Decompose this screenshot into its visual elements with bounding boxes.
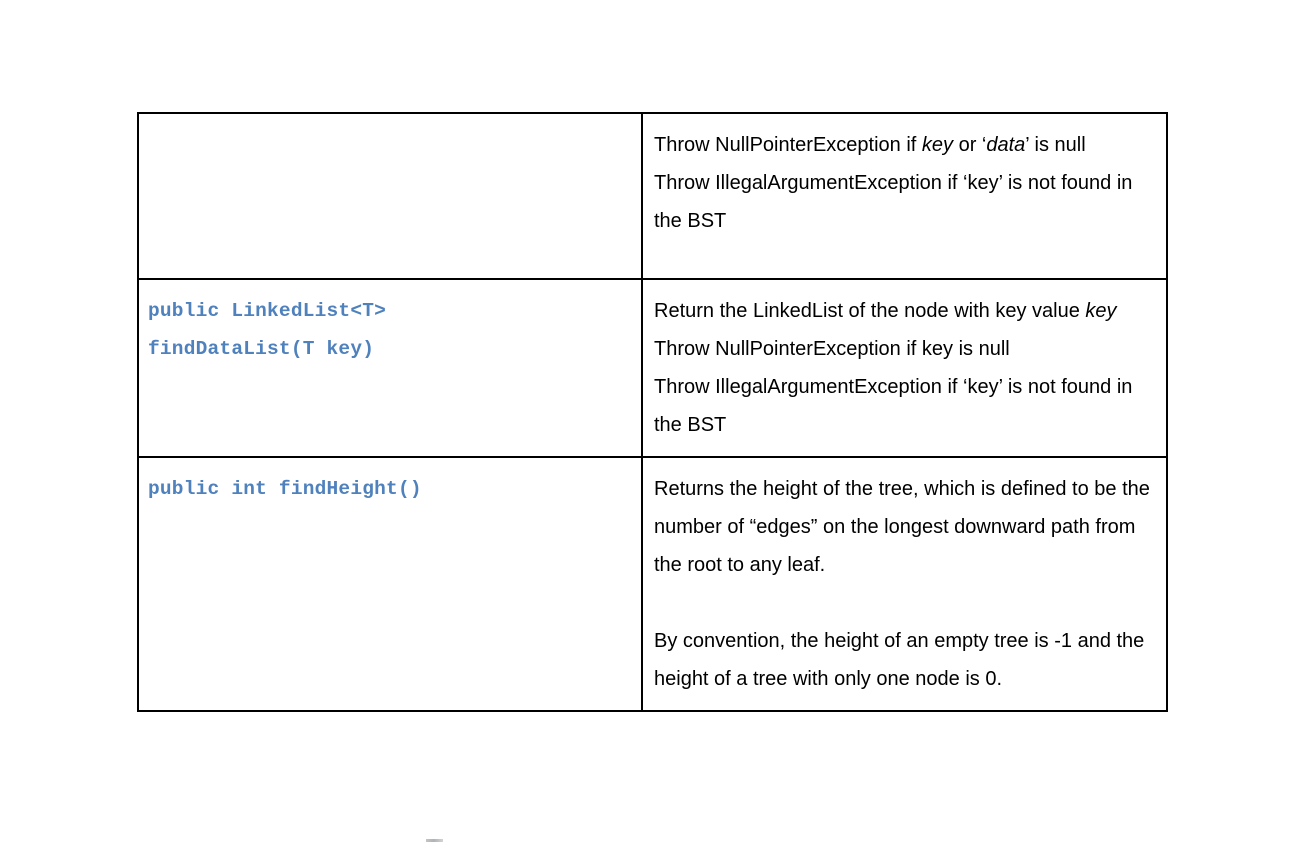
description-line: Throw IllegalArgumentException if ‘key’ … bbox=[654, 368, 1154, 444]
description-run: Throw IllegalArgumentException if ‘key’ … bbox=[654, 172, 1133, 232]
description-run: By convention, the height of an empty tr… bbox=[654, 630, 1145, 690]
method-description-cell: Throw NullPointerException if key or ‘da… bbox=[641, 112, 1168, 280]
description-run: Return the LinkedList of the node with k… bbox=[654, 300, 1086, 322]
method-signature-cell bbox=[137, 112, 643, 280]
description-run: or ‘ bbox=[953, 134, 987, 156]
description-line: Return the LinkedList of the node with k… bbox=[654, 292, 1154, 330]
emphasized-term: key bbox=[1085, 300, 1117, 322]
description-run: Throw NullPointerException if bbox=[654, 134, 922, 156]
method-description-text: Return the LinkedList of the node with k… bbox=[654, 292, 1154, 444]
description-line: Throw NullPointerException if key or ‘da… bbox=[654, 126, 1154, 164]
description-line: Throw IllegalArgumentException if ‘key’ … bbox=[654, 164, 1154, 240]
clipped-glyph-fragment bbox=[426, 839, 443, 842]
description-run: Throw NullPointerException if key is nul… bbox=[654, 338, 1010, 360]
description-run: Throw IllegalArgumentException if ‘key’ … bbox=[654, 376, 1133, 436]
method-description-cell: Returns the height of the tree, which is… bbox=[641, 456, 1168, 712]
table-row: public LinkedList<T> findDataList(T key)… bbox=[137, 278, 1168, 458]
table-row: public int findHeight() Returns the heigh… bbox=[137, 456, 1168, 712]
method-description-text: Throw NullPointerException if key or ‘da… bbox=[654, 126, 1154, 240]
emphasized-term: key bbox=[921, 134, 954, 156]
method-specification-table: Throw NullPointerException if key or ‘da… bbox=[137, 112, 1168, 712]
description-line: Returns the height of the tree, which is… bbox=[654, 470, 1154, 584]
method-signature-code: public LinkedList<T> findDataList(T key) bbox=[148, 300, 387, 360]
method-signature-cell: public LinkedList<T> findDataList(T key) bbox=[137, 278, 643, 458]
method-description-text: Returns the height of the tree, which is… bbox=[654, 470, 1154, 698]
description-line: Throw NullPointerException if key is nul… bbox=[654, 330, 1154, 368]
method-signature-code: public int findHeight() bbox=[148, 478, 422, 500]
table-body: Throw NullPointerException if key or ‘da… bbox=[137, 112, 1168, 712]
description-run: Returns the height of the tree, which is… bbox=[654, 478, 1150, 576]
description-line: By convention, the height of an empty tr… bbox=[654, 622, 1154, 698]
method-signature-cell: public int findHeight() bbox=[137, 456, 643, 712]
description-run: ’ is null bbox=[1025, 134, 1086, 156]
emphasized-term: data bbox=[986, 134, 1026, 156]
method-description-cell: Return the LinkedList of the node with k… bbox=[641, 278, 1168, 458]
table-row: Throw NullPointerException if key or ‘da… bbox=[137, 112, 1168, 280]
